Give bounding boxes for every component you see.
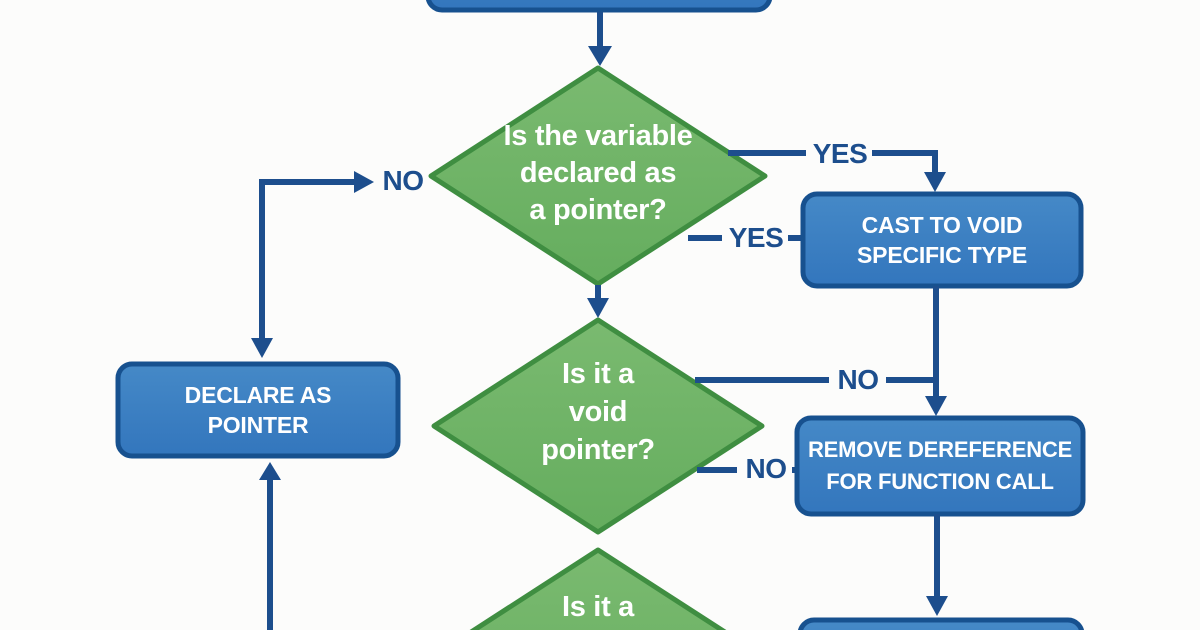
- connector-no-left-elbow: [259, 179, 354, 340]
- process-box-remove-dereference: [794, 415, 1086, 517]
- arrowhead-down-remove-box: [925, 396, 947, 416]
- arrowhead-down-declare-box: [251, 338, 273, 358]
- arrowhead-up-declare-box: [259, 462, 281, 480]
- process-box-bottom: [797, 617, 1085, 630]
- decision-bottom-partial: [469, 547, 727, 630]
- decision-variable-declared-pointer: [428, 65, 768, 287]
- arrowhead-down-decision2: [587, 298, 609, 318]
- process-box-declare-pointer: [115, 361, 401, 459]
- decision-void-pointer: [431, 317, 765, 535]
- arrowhead-down-cast-box: [924, 172, 946, 192]
- arrowhead-down-decision1: [588, 46, 612, 66]
- arrowhead-right-no-left: [354, 171, 374, 193]
- process-box-top: [425, 0, 773, 13]
- process-box-cast-void: [800, 191, 1084, 289]
- arrowhead-down-bottom-box: [926, 596, 948, 616]
- connector-yes-top-elbow: [728, 150, 938, 174]
